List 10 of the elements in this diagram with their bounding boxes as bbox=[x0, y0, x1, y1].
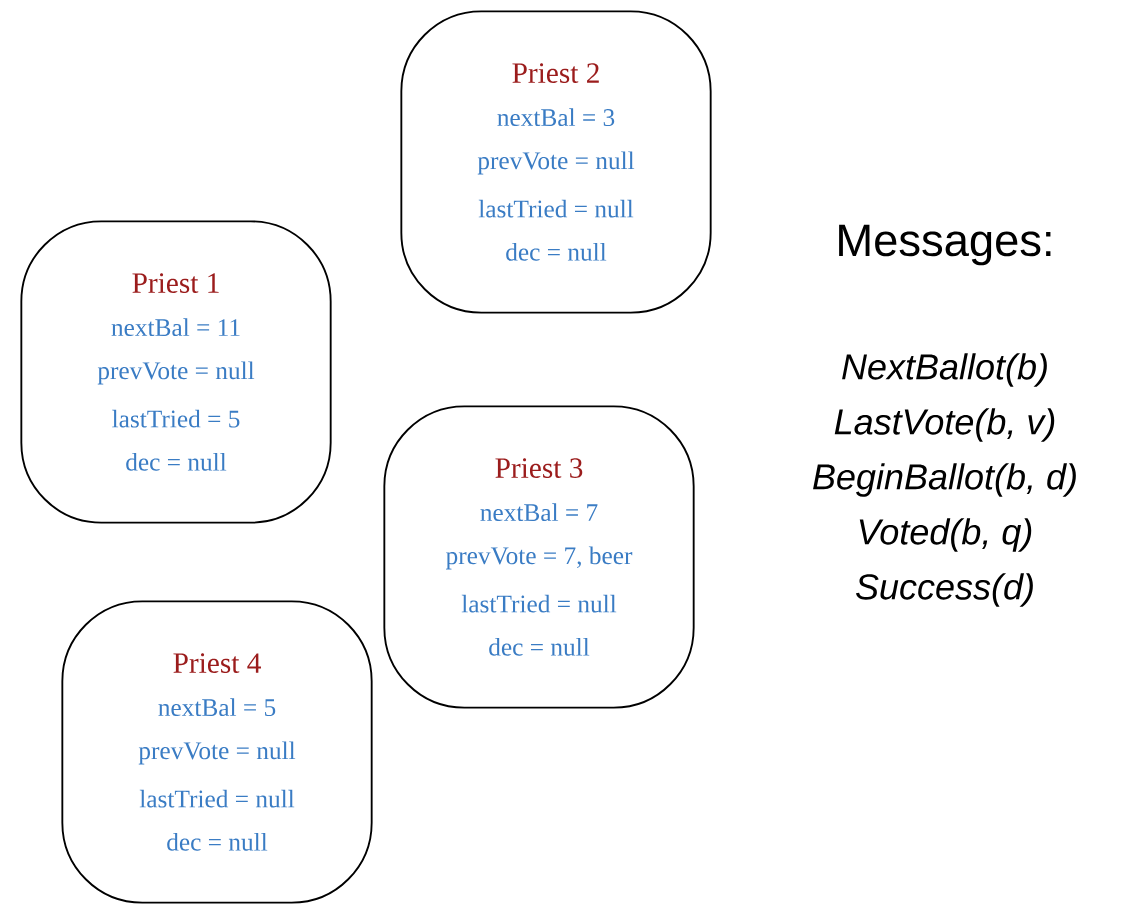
priest-box: Priest 2 nextBal = 3 prevVote = null lastTried = null dec = null bbox=[400, 10, 712, 314]
heading: Messages: bbox=[839, 224, 1051, 266]
priest-box: Priest 1 nextBal = 11 prevVote = null lastTried = 5 dec = null bbox=[20, 220, 332, 524]
message-name: NextBallot(b) bbox=[842, 353, 1047, 387]
message-name: LastVote(b, v) bbox=[834, 408, 1055, 442]
message-name: Success(d) bbox=[856, 573, 1033, 607]
message-name: Voted(b, q) bbox=[859, 518, 1032, 552]
message-name: BeginBallot(b, d) bbox=[813, 463, 1076, 497]
priest-box: Priest 4 nextBal = 5 prevVote = null lastTried = null dec = null bbox=[61, 600, 373, 904]
priest-box: Priest 3 nextBal = 7 prevVote = 7, beer lastTried = null dec = null bbox=[383, 405, 695, 709]
